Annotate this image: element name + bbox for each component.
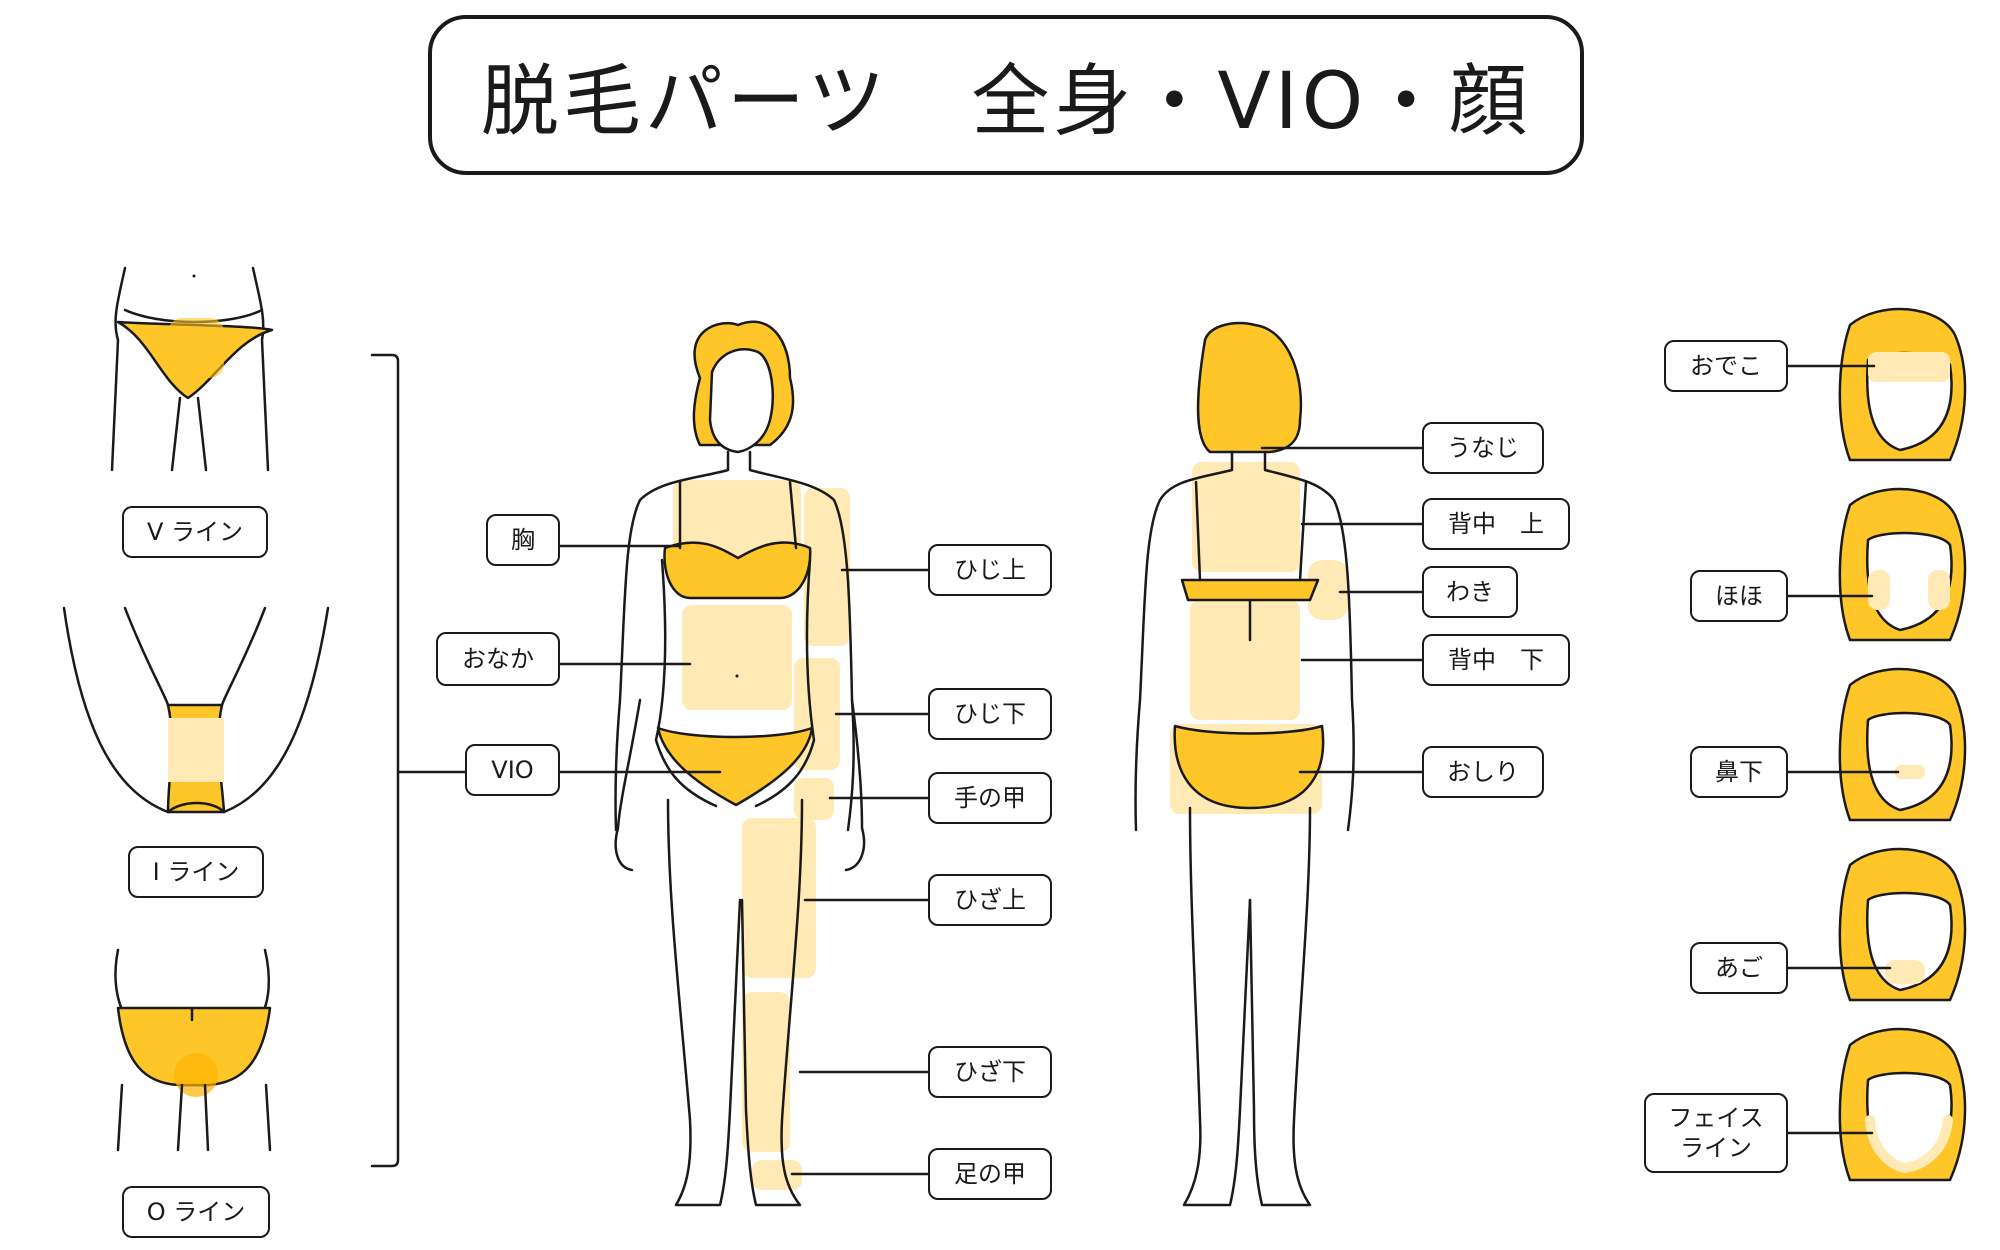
face-forehead xyxy=(1838,307,1967,462)
label-chin: あご xyxy=(1690,942,1788,994)
label-lower-elbow: ひじ下 xyxy=(928,688,1052,740)
label-belly: おなか xyxy=(436,632,560,686)
label-armpit: わき xyxy=(1422,566,1518,618)
leader-lines xyxy=(558,364,1900,1176)
vio-bracket xyxy=(370,353,467,1168)
label-buttocks: おしり xyxy=(1422,746,1544,798)
face-chin xyxy=(1838,847,1967,1002)
o-line-illustration xyxy=(114,948,272,1152)
face-face-line xyxy=(1838,1027,1967,1182)
back-body-illustration xyxy=(1134,321,1355,1207)
label-forehead: おでこ xyxy=(1664,340,1788,392)
label-cheeks: ほほ xyxy=(1690,570,1788,622)
label-v-line: V ライン xyxy=(122,506,268,558)
label-nape: うなじ xyxy=(1422,422,1544,474)
label-upper-back: 背中 上 xyxy=(1422,498,1570,550)
label-i-line: I ライン xyxy=(128,846,264,898)
label-below-knee: ひざ下 xyxy=(928,1046,1052,1098)
label-above-knee: ひざ上 xyxy=(928,874,1052,926)
label-vio: VIO xyxy=(465,744,560,796)
i-line-illustration xyxy=(62,606,330,814)
label-back-of-hand: 手の甲 xyxy=(928,772,1052,824)
label-lower-back: 背中 下 xyxy=(1422,634,1570,686)
front-body-illustration xyxy=(614,320,866,1207)
label-upper-elbow: ひじ上 xyxy=(928,544,1052,596)
label-face-line: フェイス ライン xyxy=(1644,1093,1788,1173)
label-chest: 胸 xyxy=(486,514,560,566)
label-top-of-foot: 足の甲 xyxy=(928,1148,1052,1200)
label-o-line: O ライン xyxy=(122,1186,270,1238)
face-under-nose xyxy=(1838,667,1967,822)
v-line-illustration xyxy=(110,266,274,472)
face-cheeks xyxy=(1838,487,1967,642)
label-under-nose: 鼻下 xyxy=(1690,746,1788,798)
page-title: 脱毛パーツ 全身・VIO・顔 xyxy=(428,15,1584,175)
